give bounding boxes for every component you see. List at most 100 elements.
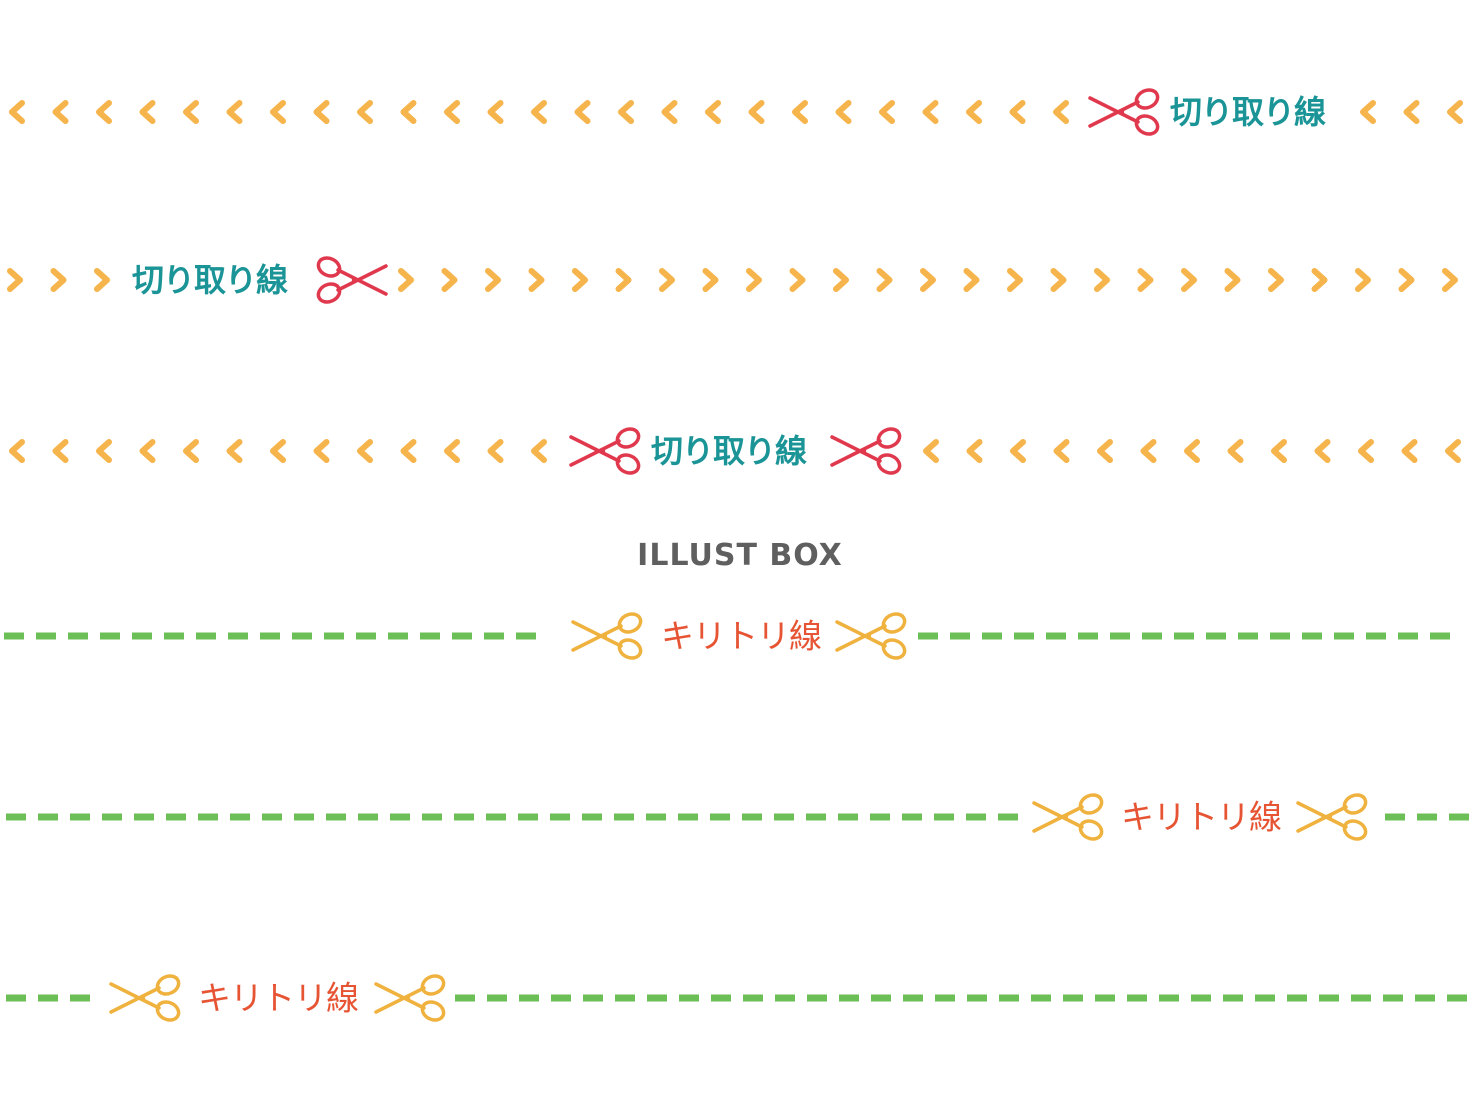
arrow-right-mark [94,268,110,292]
arrow-left-mark [9,439,25,463]
arrow-right-mark [441,268,458,292]
arrow-left-mark [618,100,634,124]
scissors-icon [374,974,446,1022]
arrow-left-mark [1184,439,1200,463]
arrow-left-mark [357,100,373,124]
arrow-left-mark [1010,439,1026,463]
arrow-right-mark [920,268,936,292]
arrow-right-mark [1398,268,1415,292]
arrow-left-mark [139,100,156,124]
arrow-left-mark [183,439,199,463]
arrow-left-mark [1447,100,1463,124]
arrow-right-mark [1007,268,1023,292]
arrow-right-mark [398,268,414,292]
arrow-left-mark [270,439,286,463]
arrow-right-mark [7,268,23,292]
scissors-icon [316,256,388,304]
arrow-left-mark [9,100,25,124]
arrow-right-mark [485,268,501,292]
scissors-icon [835,612,907,660]
arrow-left-mark [705,100,721,124]
arrow-left-mark [1314,439,1331,463]
arrow-left-mark [1053,439,1070,463]
arrow-left-mark [1360,100,1376,124]
arrow-left-mark [1009,100,1026,124]
cut-line-label: 切り取り線 [651,432,807,470]
arrow-left-mark [922,100,939,124]
cut-line-label: 切り取り線 [132,261,288,299]
arrow-left-mark [923,439,939,463]
arrow-left-mark [52,100,69,124]
cut-line-label: キリトリ線 [1121,797,1282,837]
scissors-icon [1296,793,1368,841]
arrow-left-mark [400,439,417,463]
arrow-left-mark [487,439,504,463]
arrow-left-mark [357,439,373,463]
arrow-left-mark [139,439,156,463]
arrow-left-mark [966,100,982,124]
arrow-right-mark [528,268,545,292]
arrow-left-mark [661,100,678,124]
arrow-right-mark [1311,268,1328,292]
arrow-left-mark [1445,439,1461,463]
arrow-right-mark [659,268,675,292]
arrow-left-mark [487,100,504,124]
scissors-icon [569,427,641,475]
arrow-left-mark [1227,439,1244,463]
arrow-left-mark [96,439,112,463]
arrow-right-mark [1355,268,1371,292]
arrow-right-mark [876,268,893,292]
arrow-left-mark [1140,439,1157,463]
arrow-left-mark [313,100,330,124]
arrow-left-mark [270,100,286,124]
arrow-left-mark [400,100,417,124]
arrow-left-mark [1053,100,1069,124]
arrow-right-mark [1268,268,1284,292]
arrow-right-mark [746,268,762,292]
arrow-left-mark [792,100,808,124]
scissors-icon [109,974,181,1022]
arrow-right-mark [963,268,980,292]
arrow-left-mark [748,100,765,124]
watermark-text: ILLUST BOX [637,538,843,573]
arrow-left-mark [52,439,69,463]
arrow-left-mark [574,100,591,124]
arrow-left-mark [1097,439,1113,463]
arrow-right-mark [1181,268,1197,292]
arrow-left-mark [966,439,983,463]
arrow-left-mark [879,100,895,124]
arrow-right-mark [1050,268,1067,292]
cut-line-label: キリトリ線 [661,616,822,656]
arrow-right-mark [572,268,588,292]
scissors-icon [1032,793,1104,841]
arrow-right-mark [615,268,632,292]
arrow-left-mark [226,100,243,124]
arrow-right-mark [833,268,849,292]
arrow-left-mark [1401,439,1418,463]
arrow-right-mark [789,268,806,292]
arrow-left-mark [1358,439,1374,463]
arrow-left-mark [183,100,199,124]
scissors-icon [830,427,902,475]
arrow-right-mark [1442,268,1458,292]
arrow-left-mark [1271,439,1287,463]
cut-line-label: キリトリ線 [198,978,359,1018]
arrow-left-mark [226,439,243,463]
arrow-left-mark [835,100,852,124]
arrow-left-mark [444,439,460,463]
cut-line-label: 切り取り線 [1170,93,1326,131]
arrow-left-mark [96,100,112,124]
arrow-left-mark [531,439,547,463]
arrow-right-mark [1094,268,1110,292]
scissors-icon [1088,88,1160,136]
scissors-icon [571,612,643,660]
arrow-left-mark [1403,100,1420,124]
arrow-right-mark [702,268,719,292]
arrow-right-mark [50,268,67,292]
arrow-left-mark [444,100,460,124]
arrow-right-mark [1224,268,1241,292]
arrow-left-mark [531,100,547,124]
arrow-right-mark [1137,268,1154,292]
arrow-left-mark [313,439,330,463]
